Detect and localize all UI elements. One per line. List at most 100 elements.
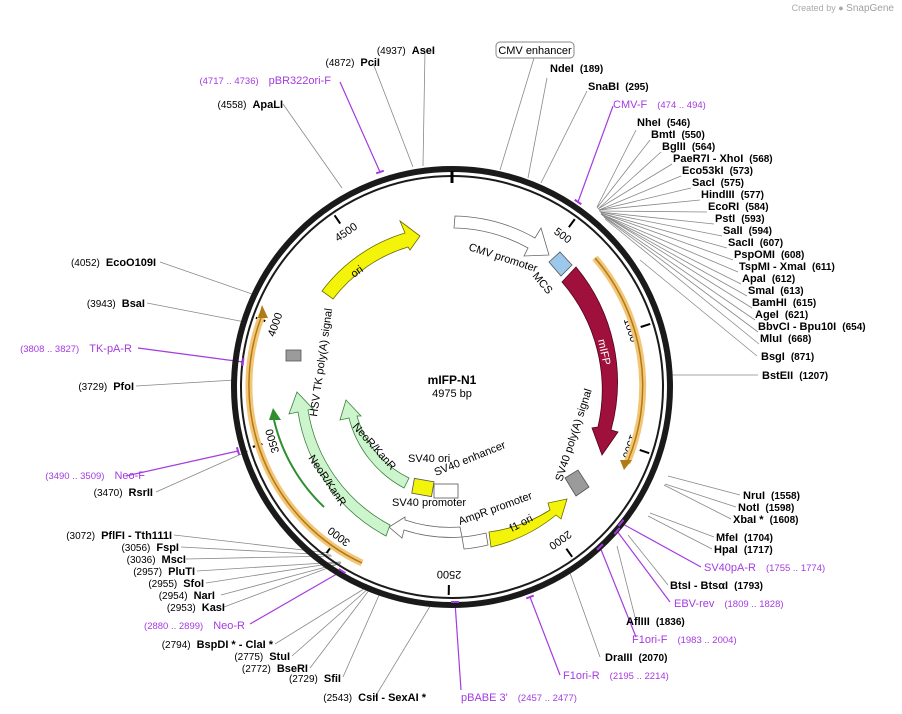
- site-xbai: XbaI *(1608): [733, 514, 798, 526]
- primer-mark: [613, 527, 621, 535]
- primer-f1ori-f: F1ori-F(1983 .. 2004): [632, 634, 737, 646]
- site-psti: PstI(593): [715, 213, 765, 225]
- neokanr-inner-arc: [339, 399, 410, 489]
- cmv-enhancer-label: CMV enhancer: [498, 45, 572, 57]
- primer-mark: [235, 446, 241, 456]
- sv40-promoter-label: SV40 promoter: [392, 497, 466, 509]
- tick-label: 4500: [333, 221, 360, 245]
- cmv-promoter-arc: [453, 215, 550, 257]
- site-asei: (4937)AseI: [377, 45, 435, 57]
- neokanr-outer-label: NeoR/KanR: [306, 453, 349, 508]
- orf-neo-arc-line: [248, 314, 363, 564]
- credit-brand: SnapGene: [846, 3, 894, 14]
- site-afliii: AflIII(1836): [626, 616, 685, 628]
- primer-mark: [338, 568, 346, 574]
- primer-mark: [241, 357, 245, 367]
- site-bbvci-bpu10i: BbvCI - Bpu10I(654): [758, 321, 866, 333]
- site-btsi-btsai: BtsI - BtsαI(1793): [670, 580, 763, 592]
- tick-mark: [568, 218, 576, 228]
- site-hpai: HpaI(1717): [714, 544, 773, 556]
- sv40-enhancer-block: [433, 483, 459, 499]
- cmv-enhancer-label-box: [495, 41, 575, 59]
- site-apali: (4558)ApaLI: [218, 99, 283, 111]
- tick-mark: [565, 548, 573, 558]
- ampr-promoter-arc: [461, 532, 489, 550]
- site-bglii: BglII(564): [662, 141, 715, 153]
- tick-mark: [640, 323, 651, 328]
- site-noti: NotI(1598): [738, 502, 794, 514]
- primer-mark: [375, 169, 385, 175]
- ori-arc: [321, 219, 421, 300]
- neokanr-outer-arc: [288, 391, 391, 537]
- site-pflfi-tth111i: (3072)PflFI - Tth111I: [66, 530, 172, 542]
- site-bsgi: BsgI(871): [761, 351, 814, 363]
- orf-mifp-arrowhead: [620, 460, 632, 470]
- site-mlui: MluI(668): [760, 333, 811, 345]
- site-nrui: NruI(1558): [743, 490, 800, 502]
- feature-labels: CMV enhancer CMV promoter MCS mIFP SV40 …: [306, 45, 613, 535]
- primer-pbabe3: pBABE 3'(2457 .. 2477): [461, 692, 577, 704]
- hsv-tk-polya-block: [285, 349, 302, 362]
- orf-neo-arrowhead: [258, 305, 268, 318]
- site-agei: AgeI(621): [755, 309, 808, 321]
- site-bsteii: BstEII(1207): [762, 370, 828, 382]
- site-sacii: SacII(607): [728, 237, 783, 249]
- site-pluti: (2957)PluTI: [133, 566, 195, 578]
- plasmid-length: 4975 bp: [432, 388, 472, 400]
- left-site-labels: (4937)AseI (4872)PciI (4558)ApaLI (4052)…: [66, 45, 435, 704]
- site-sfoi: (2955)SfoI: [148, 578, 204, 590]
- ori-label: ori: [349, 264, 366, 281]
- primer-labels: CMV-F(474 .. 494) SV40pA-R(1755 .. 1774)…: [20, 75, 825, 704]
- primer-ebv-rev: EBV-rev(1809 .. 1828): [674, 598, 784, 610]
- site-bmti: BmtI(550): [651, 129, 705, 141]
- primer-neo-r: (2880 .. 2899)Neo-R: [144, 620, 245, 632]
- orf-neo-inner-green-arrowhead: [269, 408, 281, 420]
- tick-label: 500: [551, 226, 573, 247]
- site-pfoi: (3729)PfoI: [78, 381, 134, 393]
- site-rsrii: (3470)RsrII: [94, 487, 153, 499]
- plasmid-name: mIFP-N1: [428, 373, 477, 387]
- primer-tk-pa-r: (3808 .. 3827)TK-pA-R: [20, 343, 132, 355]
- orf-neo-inner-green: [273, 419, 325, 508]
- mcs-block: [548, 251, 573, 277]
- site-bsai: (3943)BsaI: [87, 298, 145, 310]
- site-smai: SmaI(613): [748, 285, 804, 297]
- primer-neo-f: (3490 .. 3509)Neo-F: [45, 470, 145, 482]
- f1-ori-arc: [488, 498, 568, 548]
- site-sali: SalI(594): [723, 225, 772, 237]
- primer-f1ori-r: F1ori-R(2195 .. 2214): [563, 670, 669, 682]
- site-sfii: (2729)SfiI: [289, 673, 341, 685]
- site-msci: (3036)MscI: [127, 554, 186, 566]
- primer-pbr322ori-f: (4717 .. 4736)pBR322ori-F: [199, 75, 331, 87]
- tick-label: 2000: [547, 528, 574, 552]
- site-eco0109i: (4052)EcoO109I: [71, 257, 156, 269]
- tick-label: 4000: [266, 311, 285, 338]
- tick-mark: [639, 449, 650, 455]
- hsv-tk-polya-label: HSV TK poly(A) signal: [308, 308, 335, 418]
- right-site-labels: NdeI(189) SnaBI(295) NheI(546) BmtI(550)…: [550, 63, 866, 664]
- primer-sv40pa-r: SV40pA-R(1755 .. 1774): [704, 562, 825, 574]
- site-nari: (2954)NarI: [159, 590, 215, 602]
- mifp-arc: [561, 266, 619, 456]
- site-pspomi: PspOMI(608): [734, 249, 804, 261]
- sv40-polya-label: SV40 poly(A) signal: [553, 387, 594, 483]
- sv40-ori-label: SV40 ori: [408, 453, 450, 465]
- primer-mark: [574, 198, 582, 206]
- primer-leader-lines: [125, 81, 702, 691]
- credit-prefix: Created by: [791, 3, 836, 13]
- cmv-enhancer-leader: [499, 57, 535, 171]
- feature-arcs: [245, 215, 647, 567]
- snapgene-credit: Created by ● SnapGene: [792, 3, 894, 14]
- plasmid-backbone: [231, 166, 673, 608]
- sv40-promoter-arc: [388, 516, 463, 539]
- site-leader-lines: [135, 49, 760, 698]
- orf-mifp-arc-line: [594, 257, 644, 464]
- site-ecori: EcoRI(584): [708, 201, 769, 213]
- sv40-polya-block: [564, 469, 590, 497]
- site-eco53ki: Eco53kI(573): [682, 165, 753, 177]
- site-snabi: SnaBI(295): [588, 81, 649, 93]
- site-bamhi: BamHI(615): [752, 297, 816, 309]
- primer-mark: [596, 543, 604, 551]
